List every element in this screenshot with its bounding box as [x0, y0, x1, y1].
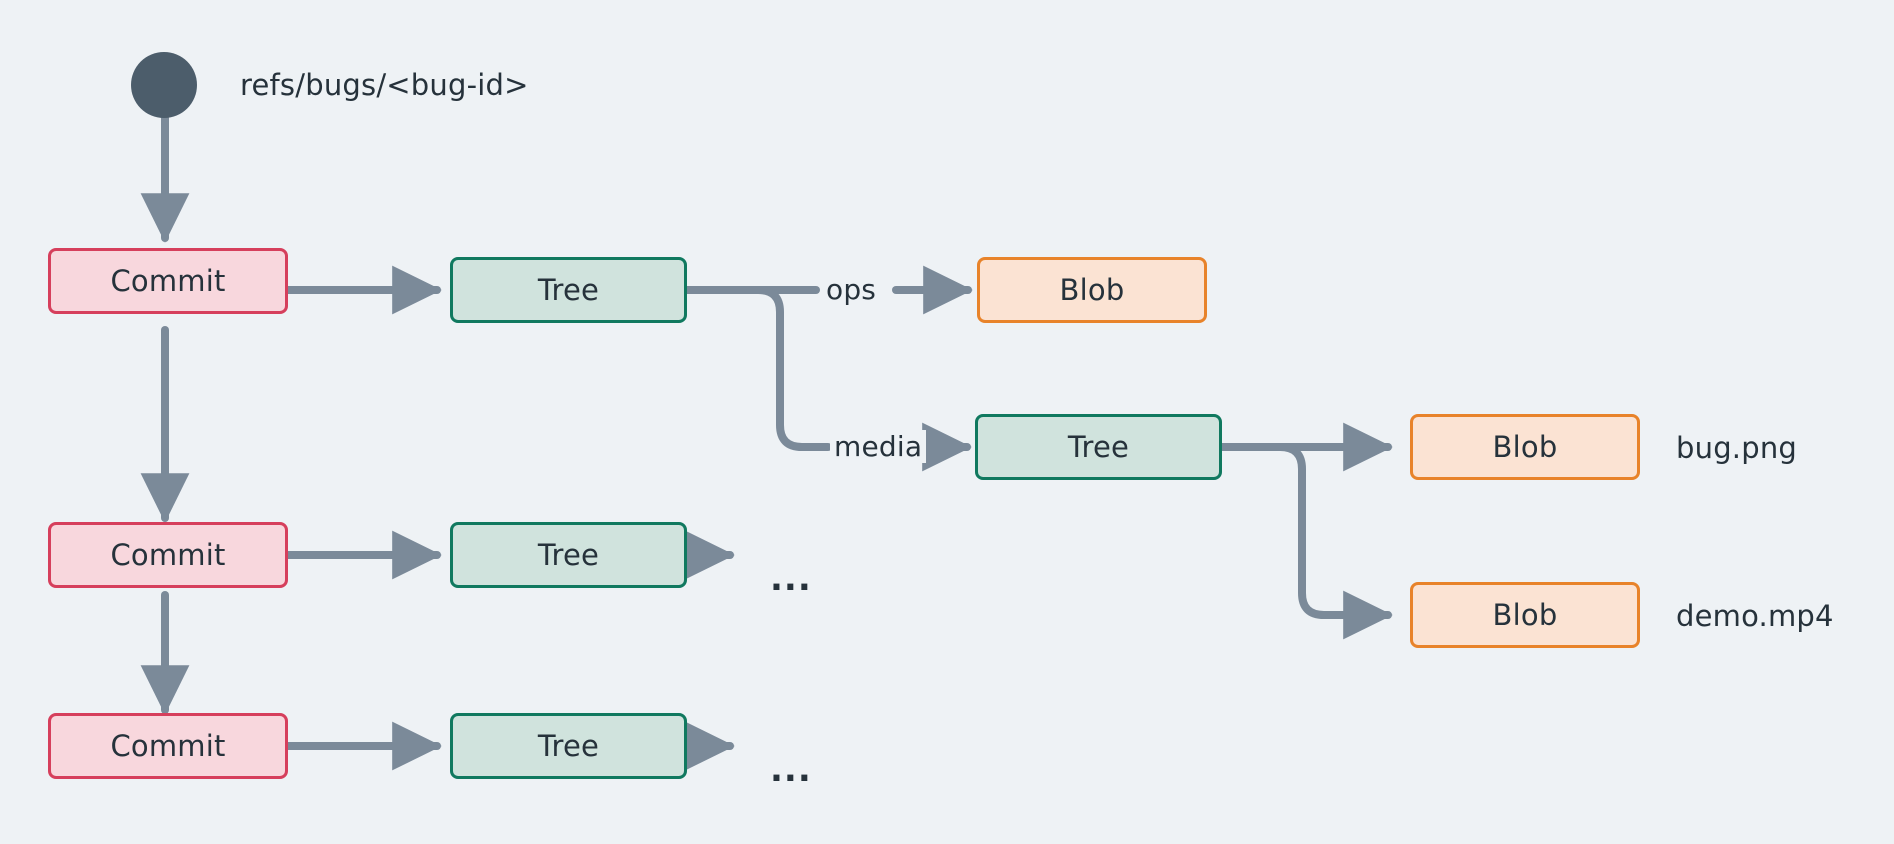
node-commit-1[interactable]: Commit — [48, 248, 288, 314]
node-tree-1-label: Tree — [537, 273, 600, 307]
node-commit-1-label: Commit — [110, 264, 226, 298]
node-tree-3-label: Tree — [537, 729, 600, 763]
node-blob-ops[interactable]: Blob — [977, 257, 1207, 323]
ref-pointer-label: refs/bugs/<bug-id> — [240, 68, 529, 102]
node-tree-2-label: Tree — [537, 538, 600, 572]
edge-label-media: media — [830, 430, 927, 463]
edge-treemedia-to-blobmp4 — [1218, 443, 1393, 640]
node-commit-3-label: Commit — [110, 729, 226, 763]
node-tree-media[interactable]: Tree — [975, 414, 1222, 480]
node-commit-2[interactable]: Commit — [48, 522, 288, 588]
node-tree-3[interactable]: Tree — [450, 713, 687, 779]
file-label-bug-png: bug.png — [1676, 431, 1798, 465]
ellipsis-row-2: ... — [770, 559, 812, 599]
ellipsis-row-3: ... — [770, 750, 812, 790]
node-blob-ops-label: Blob — [1059, 273, 1125, 307]
node-blob-demo-mp4-label: Blob — [1492, 598, 1558, 632]
node-tree-2[interactable]: Tree — [450, 522, 687, 588]
edge-tree1-to-media — [683, 286, 832, 451]
file-label-demo-mp4: demo.mp4 — [1676, 599, 1834, 633]
node-commit-3[interactable]: Commit — [48, 713, 288, 779]
ref-pointer-dot[interactable] — [131, 52, 197, 118]
edge-label-ops: ops — [822, 273, 881, 306]
node-commit-2-label: Commit — [110, 538, 226, 572]
node-tree-1[interactable]: Tree — [450, 257, 687, 323]
node-tree-media-label: Tree — [1067, 430, 1130, 464]
node-blob-bug-png-label: Blob — [1492, 430, 1558, 464]
node-blob-bug-png[interactable]: Blob — [1410, 414, 1640, 480]
node-blob-demo-mp4[interactable]: Blob — [1410, 582, 1640, 648]
